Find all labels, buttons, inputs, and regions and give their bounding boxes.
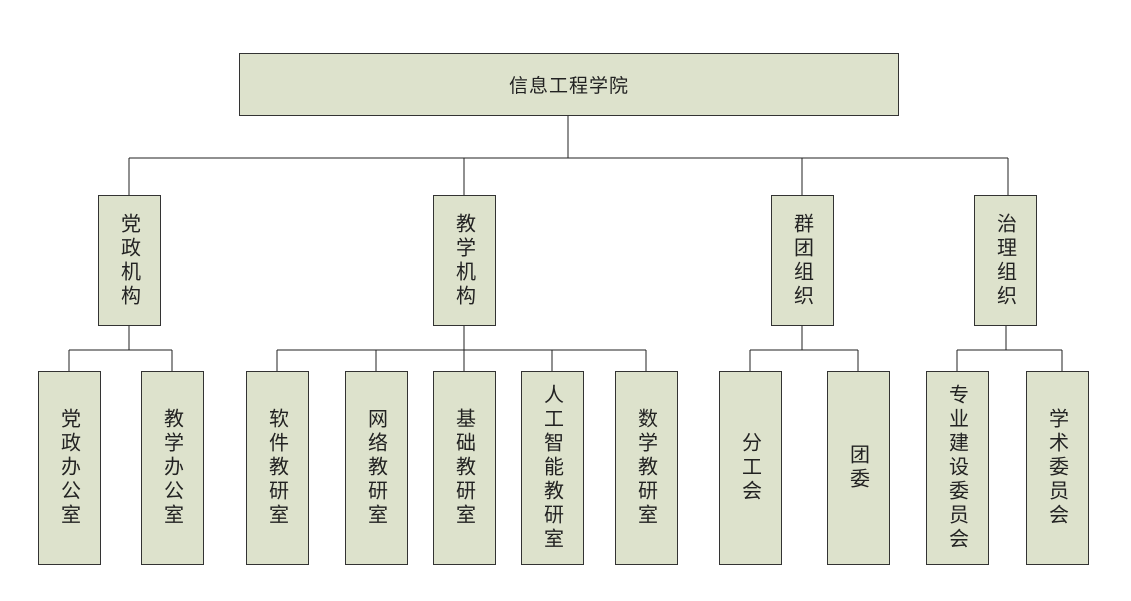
node-label: 群团组织: [790, 212, 815, 309]
node-teaching-office: 教学办公室: [141, 371, 204, 565]
node-label: 党政办公室: [57, 408, 82, 528]
node-teaching: 教学机构: [433, 195, 496, 326]
node-label: 学术委员会: [1045, 408, 1070, 528]
root-node-label: 信息工程学院: [508, 75, 629, 97]
node-label: 教学办公室: [160, 408, 185, 528]
node-label: 人工智能教研室: [540, 384, 565, 552]
node-basic-lab: 基础教研室: [433, 371, 496, 565]
node-party-admin: 党政机构: [98, 195, 161, 326]
node-youth-league: 团委: [827, 371, 890, 565]
node-label: 专业建设委员会: [945, 384, 970, 552]
node-trade-union: 分工会: [719, 371, 782, 565]
node-label: 团委: [846, 444, 871, 492]
node-label: 党政机构: [117, 212, 142, 309]
node-math-lab: 数学教研室: [615, 371, 678, 565]
node-label: 网络教研室: [364, 408, 389, 528]
node-governance: 治理组织: [974, 195, 1037, 326]
node-label: 教学机构: [452, 212, 477, 309]
node-party-office: 党政办公室: [38, 371, 101, 565]
node-academic-committee: 学术委员会: [1026, 371, 1089, 565]
node-ai-lab: 人工智能教研室: [521, 371, 584, 565]
root-node: 信息工程学院: [239, 53, 899, 116]
node-major-committee: 专业建设委员会: [926, 371, 989, 565]
node-label: 治理组织: [993, 212, 1018, 309]
node-software-lab: 软件教研室: [246, 371, 309, 565]
node-mass-org: 群团组织: [771, 195, 834, 326]
node-network-lab: 网络教研室: [345, 371, 408, 565]
node-label: 数学教研室: [634, 408, 659, 528]
node-label: 软件教研室: [265, 408, 290, 528]
node-label: 分工会: [738, 432, 763, 504]
node-label: 基础教研室: [452, 408, 477, 528]
